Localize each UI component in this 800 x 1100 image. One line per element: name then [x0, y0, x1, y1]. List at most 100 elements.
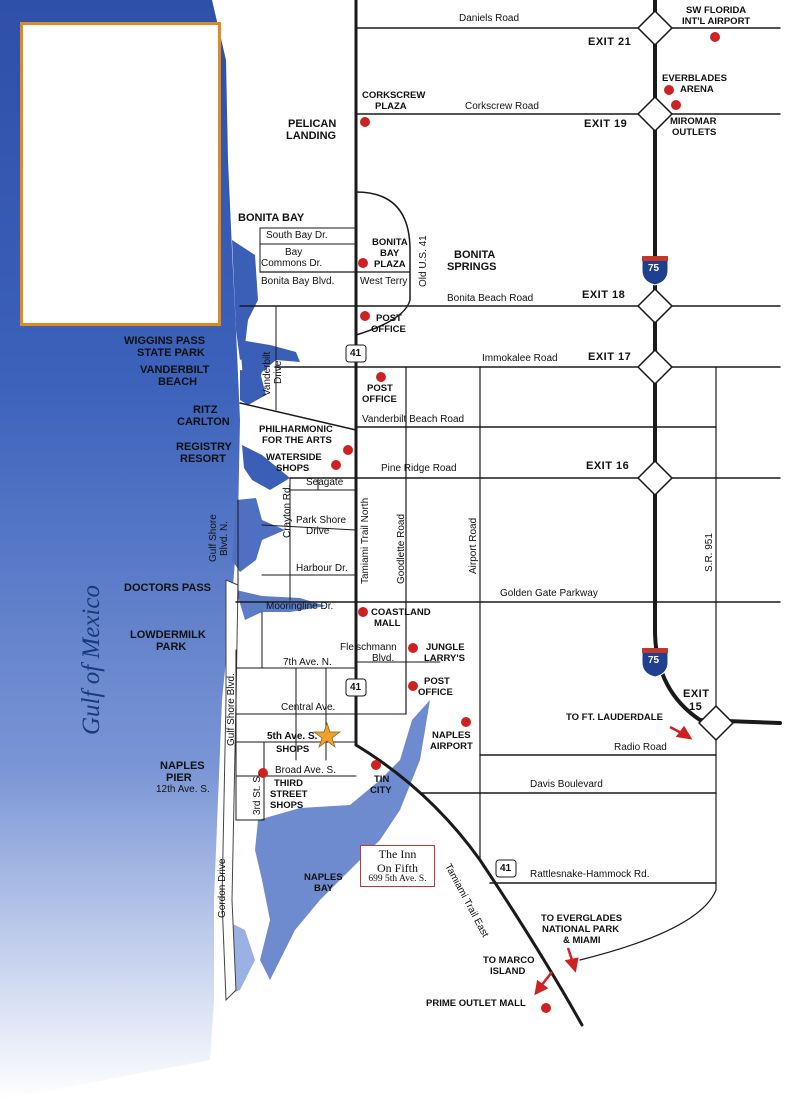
- twelfth-ave-label: 12th Ave. S.: [156, 784, 210, 795]
- to-everglades-label-1: TO EVERGLADES: [541, 913, 623, 924]
- vanderbilt-lagoon: [240, 370, 266, 405]
- goodlette-label: Goodlette Road: [396, 513, 407, 584]
- ritz-carlton-label-2: CARLTON: [177, 416, 230, 428]
- sr951-curve: [579, 889, 717, 961]
- naples-pier-label-2: PIER: [166, 772, 192, 784]
- gordon-drive-label: Gordon Drive: [217, 858, 228, 918]
- fifth-ave-label: 5th Ave. S.: [267, 731, 318, 742]
- rattlesnake-label: Rattlesnake-Hammock Rd.: [530, 869, 650, 880]
- pelican-landing-label-2: LANDING: [286, 130, 337, 142]
- west-terry-label: West Terry: [360, 276, 408, 287]
- to-marco-label-1: TO MARCO: [483, 955, 535, 966]
- post-office-2-label-2: OFFICE: [362, 394, 397, 405]
- us41-shield-c-label: 41: [500, 863, 512, 874]
- prime-outlet-label: PRIME OUTLET MALL: [426, 998, 526, 1009]
- davis-label: Davis Boulevard: [530, 779, 603, 790]
- naples-pier-label-1: NAPLES: [160, 760, 205, 772]
- vanderbilt-drive-label-2: Drive: [273, 360, 284, 384]
- exit15-diamond: [697, 704, 735, 742]
- third-street-label-2: STREET: [270, 789, 308, 800]
- bonita-bay-water: [232, 240, 258, 360]
- everblades-label-2: ARENA: [680, 84, 714, 95]
- crayton-label: Crayton Rd.: [282, 484, 293, 538]
- seventh-ave-label: 7th Ave. N.: [283, 657, 332, 668]
- naples-bay-label-1: NAPLES: [304, 872, 343, 883]
- philharmonic-label-2: FOR THE ARTS: [262, 435, 332, 446]
- naples-airport-label-2: AIRPORT: [430, 741, 473, 752]
- poi-dots: [258, 32, 720, 1013]
- exit-21-label: EXIT 21: [588, 36, 632, 48]
- park-shore-label-1: Park Shore: [296, 515, 347, 526]
- post-office-3-label-1: POST: [424, 676, 450, 687]
- park-shore-road: [261, 524, 357, 531]
- bonita-beach-label: Bonita Beach Road: [447, 293, 534, 304]
- naples-bay-water: [255, 700, 430, 980]
- miromar-label-1: MIROMAR: [670, 116, 717, 127]
- post-office-3-label-2: OFFICE: [418, 687, 453, 698]
- exit18-diamond: [636, 287, 674, 325]
- seagate-label: Seagate: [306, 477, 344, 488]
- i75-shield-south-label: 75: [648, 655, 660, 666]
- old-us41-road: [355, 191, 411, 336]
- inn-address: 699 5th Ave. S.: [368, 874, 427, 884]
- bonita-springs-label-2: SPRINGS: [447, 261, 497, 273]
- tin-city-label-1: TIN: [374, 774, 390, 785]
- bonita-bay-plaza-label-1: BONITA: [372, 237, 408, 248]
- south-bay-label: South Bay Dr.: [266, 230, 328, 241]
- inn-title-1: The Inn: [378, 847, 417, 861]
- wiggins-pass-label-1: WIGGINS PASS: [124, 335, 206, 347]
- bonita-bay-plaza-label-3: PLAZA: [374, 259, 406, 270]
- bonita-bay-label: BONITA BAY: [238, 212, 305, 224]
- exit-16-label: EXIT 16: [586, 460, 630, 472]
- daniels-road-label: Daniels Road: [459, 13, 520, 24]
- post-office-2-label-1: POST: [367, 383, 393, 394]
- miromar-label-2: OUTLETS: [672, 127, 717, 138]
- ritz-carlton-label-1: RITZ: [193, 404, 218, 416]
- lowdermilk-label-1: LOWDERMILK: [130, 629, 206, 641]
- fifth-ave-star: [312, 721, 342, 748]
- inn-on-fifth-box: The Inn On Fifth 699 5th Ave. S.: [360, 845, 435, 887]
- corkscrew-road-label: Corkscrew Road: [465, 101, 539, 112]
- beach-strip: [221, 579, 239, 1002]
- corkscrew-plaza-label-1: CORKSCREW: [362, 90, 426, 101]
- arrow-marco: [540, 971, 553, 987]
- gulf-shore-n-label-2: Blvd. N.: [219, 520, 230, 556]
- i75-shield-north-label: 75: [648, 263, 660, 274]
- vanderbilt-beach-road-label: Vanderbilt Beach Road: [362, 414, 465, 425]
- blank-frame: [20, 22, 221, 326]
- central-ave-label: Central Ave.: [281, 702, 336, 713]
- immokalee-label: Immokalee Road: [482, 353, 558, 364]
- old-us41-label: Old U.S. 41: [418, 235, 429, 287]
- to-everglades-label-2: NATIONAL PARK: [542, 924, 620, 935]
- post-office-1-label-1: POST: [376, 313, 402, 324]
- vanderbilt-beach-road: [239, 402, 357, 431]
- golden-gate-label: Golden Gate Parkway: [500, 588, 598, 599]
- i75-road: [653, 0, 782, 725]
- exit-17-label: EXIT 17: [588, 351, 632, 363]
- tamiami-north-label: Tamiami Trail North: [360, 497, 371, 584]
- corkscrew-plaza-label-2: PLAZA: [375, 101, 407, 112]
- fleischmann-label-2: Blvd.: [372, 653, 395, 664]
- exit17-diamond: [636, 348, 674, 386]
- gulf-shore-n-label-1: Gulf Shore: [208, 514, 219, 562]
- gulf-label: Gulf of Mexico: [78, 585, 105, 735]
- i75-shield-south: [641, 648, 669, 678]
- radio-road-label: Radio Road: [614, 742, 667, 753]
- third-street-label-1: THIRD: [274, 778, 304, 789]
- bonita-springs-label-1: BONITA: [454, 249, 496, 261]
- naples-bay-label-2: BAY: [314, 883, 334, 894]
- registry-label-2: RESORT: [180, 453, 226, 465]
- exit16-diamond: [636, 459, 674, 497]
- exit19-diamond: [636, 95, 674, 133]
- sw-florida-airport-label-2: INT'L AIRPORT: [682, 16, 751, 27]
- jungle-larrys-label-2: LARRY'S: [424, 653, 465, 664]
- naples-airport-label-1: NAPLES: [432, 730, 471, 741]
- park-shore-water: [232, 498, 285, 572]
- bay-commons-label-1: Bay: [285, 247, 303, 258]
- exit-15-label-num: 15: [689, 701, 703, 713]
- lowdermilk-label-2: PARK: [156, 641, 187, 653]
- vanderbilt-beach-label-1: VANDERBILT: [140, 364, 210, 376]
- i75-shield-north: [641, 256, 669, 286]
- doctors-pass-label: DOCTORS PASS: [124, 582, 211, 594]
